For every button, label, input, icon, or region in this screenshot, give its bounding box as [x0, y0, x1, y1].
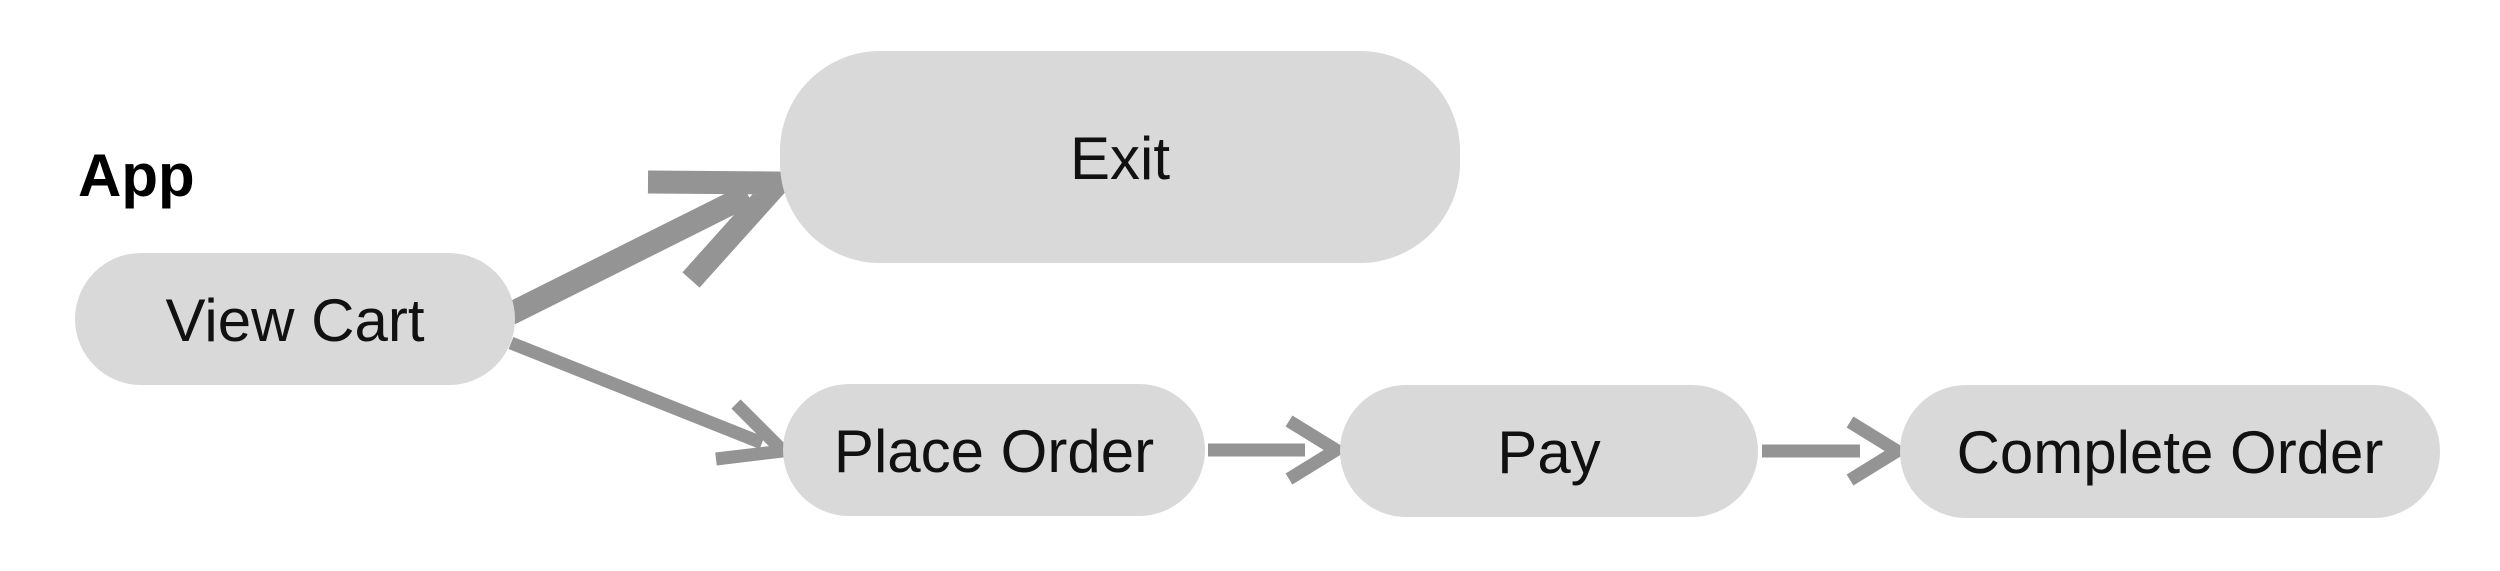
arrowhead-icon	[647, 170, 804, 288]
cluster-label-app: App	[78, 142, 195, 209]
node-label-place-order: Place Order	[834, 418, 1154, 485]
edge-pay-to-complete-order	[1762, 416, 1910, 486]
node-label-pay: Pay	[1497, 419, 1600, 486]
arrowhead-icon	[1846, 416, 1910, 486]
node-label-view-cart: View Cart	[166, 287, 425, 354]
node-label-complete-order: Complete Order	[1957, 419, 2384, 486]
node-shape-place-order	[783, 384, 1205, 516]
arrowhead-icon	[1285, 415, 1349, 485]
node-shape-complete-order	[1900, 385, 2440, 518]
node-label-exit: Exit	[1070, 125, 1170, 192]
node-place-order: Place Order	[783, 384, 1205, 516]
edge-place-order-to-pay	[1208, 415, 1349, 485]
edge-shaft	[508, 336, 765, 450]
node-pay: Pay	[1340, 385, 1758, 517]
edge-view-cart-to-place-order	[508, 336, 798, 466]
node-exit: Exit	[780, 51, 1460, 263]
edge-shaft	[504, 184, 754, 325]
node-shape-view-cart	[75, 253, 515, 385]
node-complete-order: Complete Order	[1900, 385, 2440, 518]
node-shape-pay	[1340, 385, 1758, 517]
arrowhead-icon	[715, 399, 798, 466]
node-view-cart: View Cart	[75, 253, 515, 385]
edge-view-cart-to-exit	[504, 170, 804, 325]
node-shape-exit	[780, 51, 1460, 263]
